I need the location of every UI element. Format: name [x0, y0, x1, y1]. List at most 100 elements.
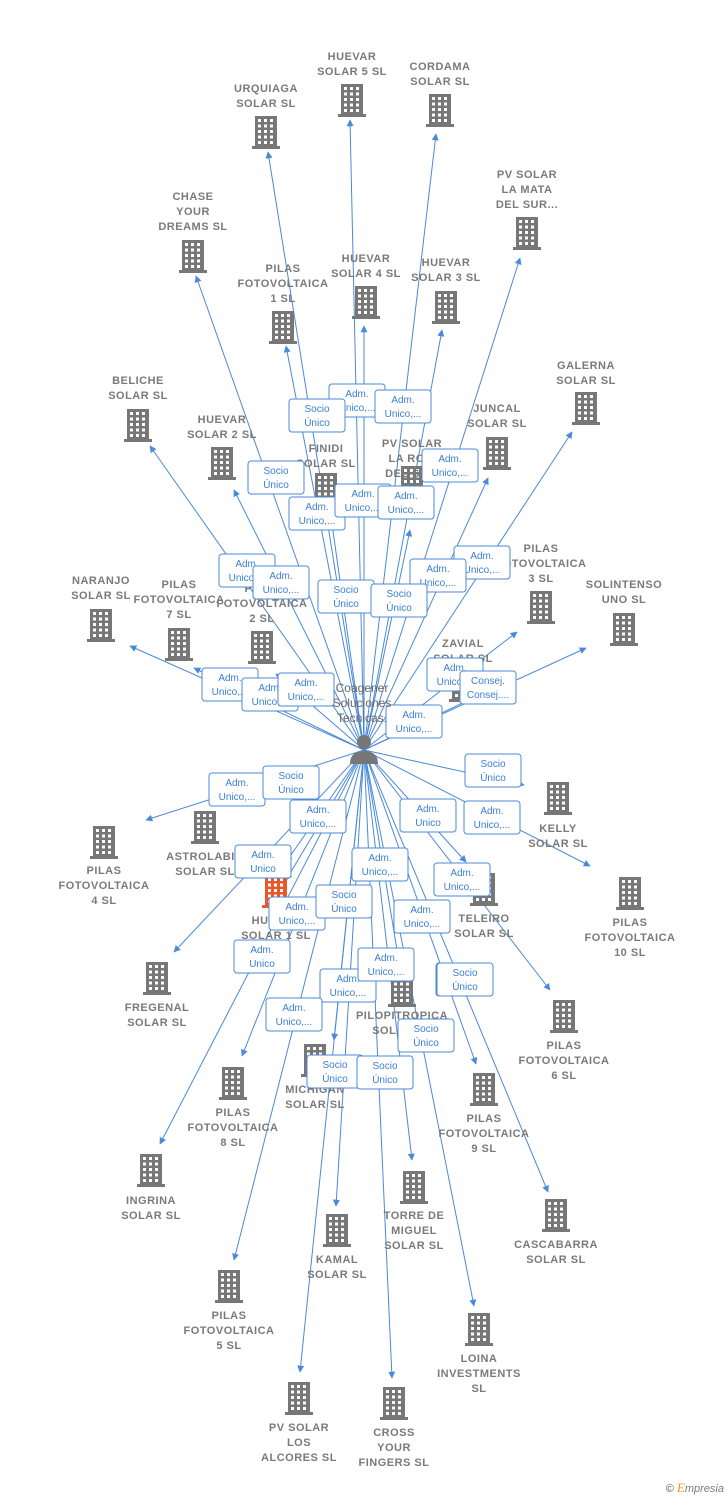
company-label: 4 SL — [91, 895, 116, 907]
building-icon — [219, 1067, 247, 1100]
company-label: SOLAR SL — [410, 76, 470, 88]
company-label: HUEVAR — [198, 414, 247, 426]
company-label: INGRINA — [126, 1195, 176, 1207]
relation-label[interactable]: Adm.Unico,... — [208, 772, 266, 807]
relation-text: Unico,... — [299, 516, 336, 527]
company-label: PV SOLAR — [269, 1422, 329, 1434]
building-icon — [191, 811, 219, 844]
company-label: SOLAR 3 SL — [411, 272, 481, 284]
company-label: SOLAR 1 SL — [241, 930, 311, 942]
company-label: INVESTMENTS — [437, 1368, 521, 1380]
relation-label[interactable]: Consej.Consej.... — [459, 670, 517, 705]
relation-label[interactable]: Adm.Unico,... — [463, 800, 521, 835]
relation-label[interactable]: Adm.Unico,... — [252, 565, 310, 600]
building-icon — [380, 1387, 408, 1420]
relation-text: Socio — [333, 585, 358, 596]
relation-label[interactable]: Adm.Unico,... — [421, 448, 479, 483]
relation-text: Unico,... — [219, 792, 256, 803]
relation-label[interactable]: Adm.Unico,... — [433, 862, 491, 897]
relation-text: Adm. — [269, 571, 292, 582]
relation-label[interactable]: Adm.Unico,... — [385, 704, 443, 739]
relation-text: Socio — [331, 890, 356, 901]
edge-finidi — [327, 509, 365, 751]
relation-label[interactable]: Adm.Unico,... — [289, 799, 347, 834]
relation-text: Unico,... — [279, 916, 316, 927]
relation-label[interactable]: Adm.Unico — [399, 798, 457, 833]
relation-text: Único — [372, 1073, 398, 1086]
relation-text: Único — [304, 416, 330, 429]
company-label: FOTOVOLTAICA — [439, 1128, 530, 1140]
relation-label[interactable]: Adm.Unico,... — [377, 485, 435, 520]
relation-label[interactable]: Adm.Unico,... — [351, 847, 409, 882]
relation-label[interactable]: Adm.Unico,... — [288, 496, 346, 531]
relation-text: Unico,... — [252, 697, 289, 708]
relation-label[interactable]: Adm.Unico,... — [265, 997, 323, 1032]
company-label: PILAS — [216, 1107, 251, 1119]
company-label: SOLAR SL — [556, 375, 616, 387]
relation-text: Adm. — [426, 564, 449, 575]
relation-text: Adm. — [336, 974, 359, 985]
company-label: UNO SL — [602, 594, 647, 606]
center-label: Tecnicas. — [337, 711, 387, 725]
relation-label[interactable]: Adm.Unico — [234, 844, 292, 879]
relation-text: Único — [386, 601, 412, 614]
building-icon — [165, 628, 193, 661]
relation-label[interactable]: Adm.Unico,... — [277, 672, 335, 707]
relation-label[interactable]: Adm.Unico — [233, 939, 291, 974]
relation-text: Adm. — [251, 850, 274, 861]
company-label: SOLAR 5 SL — [317, 66, 387, 78]
relation-label[interactable]: Adm.Unico,... — [393, 899, 451, 934]
relation-label[interactable]: Adm.Unico,... — [268, 896, 326, 931]
company-label: LOS — [287, 1437, 311, 1449]
relation-label[interactable]: Adm.Unico,... — [357, 947, 415, 982]
company-label: FOTOVOLTAICA — [238, 278, 329, 290]
relation-text: Único — [333, 597, 359, 610]
relation-label[interactable]: Adm.Unico,... — [374, 389, 432, 424]
building-icon — [215, 1270, 243, 1303]
